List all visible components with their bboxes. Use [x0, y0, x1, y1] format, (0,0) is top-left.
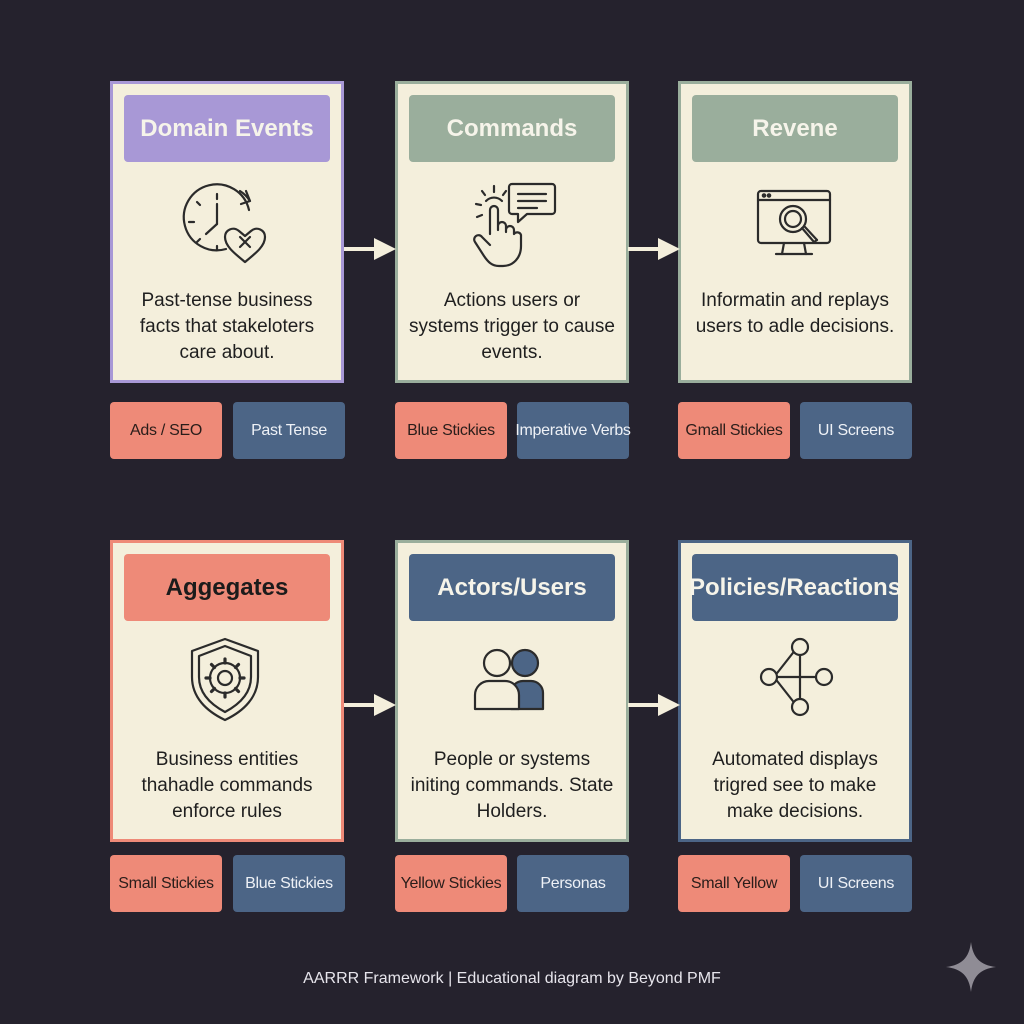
card-description: Business entities thahadle commands enfo… [141, 749, 313, 822]
tag-gmall-stickies: Gmall Stickies [678, 402, 790, 459]
tag-past-tense: Past Tense [233, 402, 345, 459]
card-title: Domain Events [124, 95, 330, 162]
card-revene: Revene Informatin and replays users to a… [678, 81, 912, 383]
card-description: Past-tense business facts that stakelote… [139, 290, 315, 363]
card-title: Aggegates [124, 554, 330, 621]
card-description: Informatin and replays users to adle dec… [695, 290, 895, 337]
shield-gear-icon [170, 633, 280, 733]
card-title: Policies/Reactions [689, 554, 901, 621]
hand-tap-chat-icon [455, 174, 565, 274]
card-policies-reactions: Policies/Reactions Automated displays tr… [678, 540, 912, 842]
tag-ui-screens: UI Screens [800, 855, 912, 912]
arrow-right-icon [344, 694, 396, 716]
tag-blue-stickies: Blue Stickies [395, 402, 507, 459]
sparkle-icon [946, 942, 996, 992]
tag-blue-stickies: Blue Stickies [233, 855, 345, 912]
share-nodes-icon [738, 633, 848, 733]
card-title: Actors/Users [409, 554, 615, 621]
tag-ui-screens: UI Screens [800, 402, 912, 459]
card-description: Automated displays trigred see to make m… [712, 749, 878, 822]
users-icon [455, 633, 565, 733]
card-title: Commands [409, 95, 615, 162]
tag-yellow-stickies: Yellow Stickies [395, 855, 507, 912]
card-title: Revene [692, 95, 898, 162]
card-domain-events: Domain Events Past-tense business facts … [110, 81, 344, 383]
tag-small-yellow: Small Yellow [678, 855, 790, 912]
card-aggegates: Aggegates Business entities thahadle com… [110, 540, 344, 842]
clock-heart-icon [170, 174, 280, 274]
tag-personas: Personas [517, 855, 629, 912]
arrow-right-icon [628, 238, 680, 260]
monitor-search-icon [738, 174, 848, 274]
card-commands: Commands Actions users or systems trigge… [395, 81, 629, 383]
card-description: Actions users or systems trigger to caus… [409, 290, 615, 363]
tag-imperative-verbs: Imperative Verbs [515, 402, 631, 459]
arrow-right-icon [628, 694, 680, 716]
arrow-right-icon [344, 238, 396, 260]
footer-credit: AARRR Framework | Educational diagram by… [303, 970, 721, 987]
card-description: People or systems initing commands. Stat… [410, 749, 614, 822]
tag-small-stickies: Small Stickies [110, 855, 222, 912]
card-actors-users: Actors/Users People or systems initing c… [395, 540, 629, 842]
tag-ads-seo: Ads / SEO [110, 402, 222, 459]
